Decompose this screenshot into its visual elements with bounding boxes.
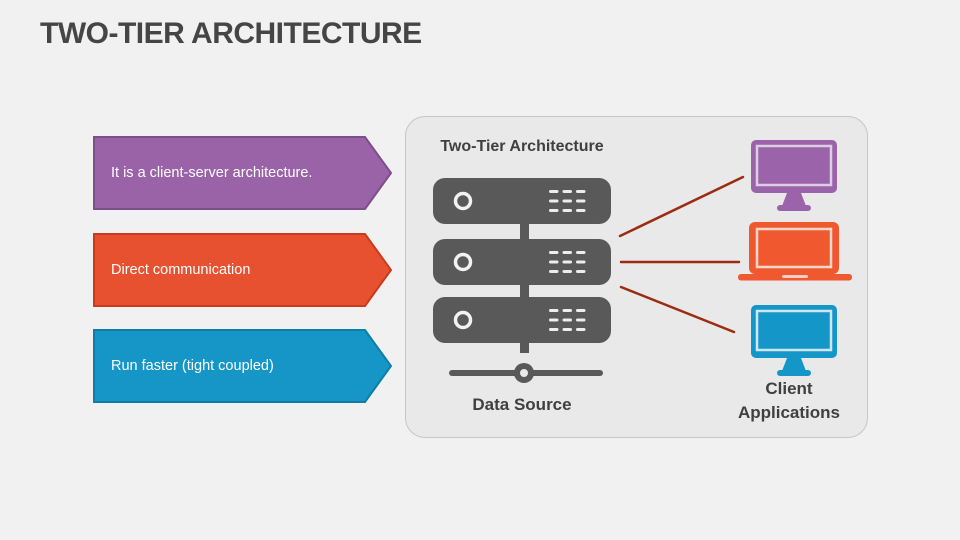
- architecture-diagram-panel: Two-Tier Architecture: [405, 116, 868, 438]
- bullet-arrow-direct-communication: Direct communication: [93, 233, 393, 307]
- monitor-stand: [782, 193, 806, 206]
- arrow-right-shape-icon: [93, 233, 393, 307]
- laptop-screen: [755, 227, 833, 269]
- server-stack-icon: [433, 178, 611, 383]
- diagram-title: Two-Tier Architecture: [440, 138, 604, 155]
- connector-line-bottom: [619, 285, 736, 334]
- arrow-right-shape-icon: [93, 136, 393, 210]
- connector-line-top: [618, 175, 745, 238]
- server-base-node-hole: [520, 369, 528, 377]
- monitor-bezel: [751, 140, 837, 193]
- arrow-right-shape: [93, 329, 393, 403]
- laptop-base-notch: [782, 275, 808, 278]
- arrow-right-shape: [93, 233, 393, 307]
- laptop-screen-bezel: [749, 222, 839, 274]
- server-unit: [433, 297, 611, 343]
- server-unit: [433, 178, 611, 224]
- laptop-shapes: [738, 222, 852, 281]
- monitor-screen: [755, 309, 833, 352]
- connection-lines: [618, 175, 745, 334]
- server-stack-shapes: [433, 178, 611, 383]
- monitor-screen: [755, 144, 833, 187]
- page-title: TWO-TIER ARCHITECTURE: [40, 17, 422, 50]
- laptop-orange-icon: [738, 222, 852, 281]
- bullet-arrow-run-faster: Run faster (tight coupled): [93, 329, 393, 403]
- monitor-bezel: [751, 305, 837, 358]
- monitor-base: [777, 370, 811, 376]
- monitor-base: [777, 205, 811, 211]
- bullet-label: It is a client-server architecture.: [111, 165, 313, 181]
- bullet-label: Direct communication: [111, 262, 251, 278]
- server-unit: [433, 239, 611, 285]
- server-label: Data Source: [472, 395, 572, 414]
- monitor-shapes: [751, 140, 837, 211]
- bullet-arrow-client-server: It is a client-server architecture.: [93, 136, 393, 210]
- server-led-circle: [453, 191, 473, 211]
- desktop-monitor-blue-icon: [751, 305, 837, 376]
- desktop-monitor-purple-icon: [751, 140, 837, 211]
- bullet-label: Run faster (tight coupled): [111, 358, 274, 374]
- monitor-shapes: [751, 305, 837, 376]
- arrow-right-shape: [93, 136, 393, 210]
- monitor-stand: [782, 358, 806, 371]
- arrow-right-shape-icon: [93, 329, 393, 403]
- server-led-circle: [453, 310, 473, 330]
- server-led-circle: [453, 252, 473, 272]
- clients-label: Client Applications: [737, 379, 840, 422]
